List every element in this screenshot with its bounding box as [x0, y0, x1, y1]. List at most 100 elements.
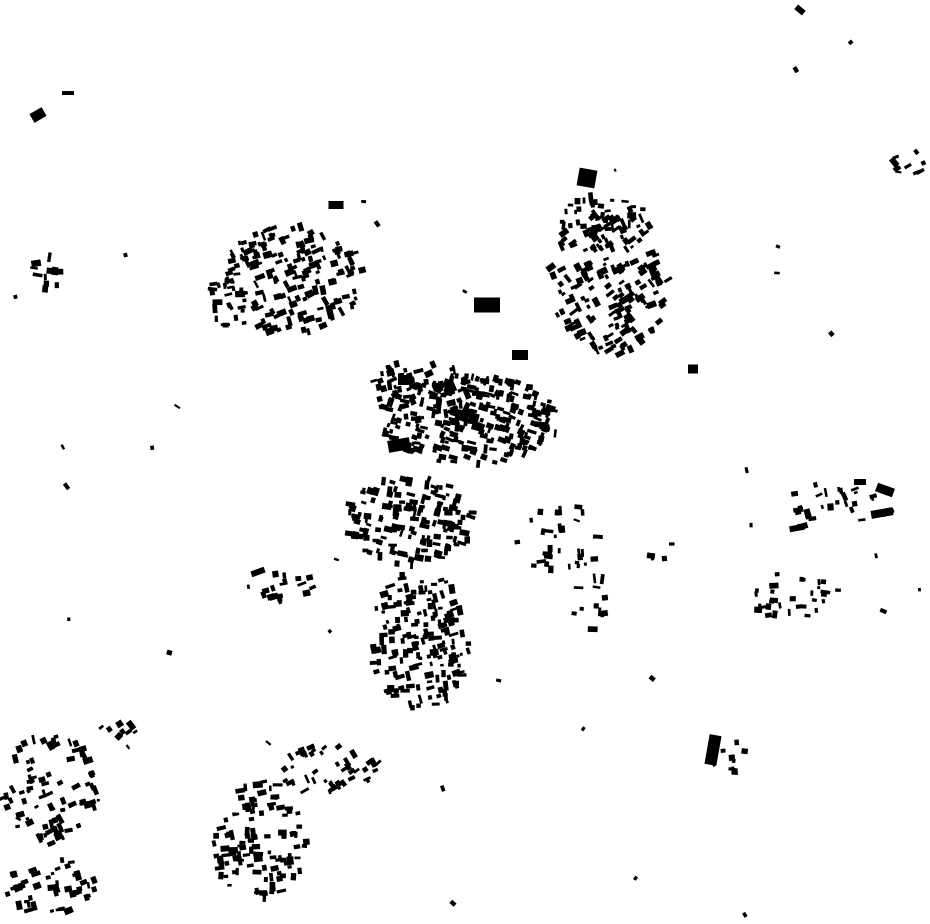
building [397, 684, 405, 691]
building [560, 235, 568, 243]
building [567, 203, 574, 207]
building [288, 300, 298, 309]
building [269, 855, 277, 860]
building [848, 506, 855, 514]
building [491, 459, 498, 465]
building [420, 516, 427, 526]
building [303, 236, 315, 245]
building [425, 685, 435, 691]
outlying-building [166, 649, 173, 656]
building [405, 683, 415, 689]
building [348, 300, 357, 308]
building [502, 410, 511, 416]
building [289, 830, 296, 838]
building [461, 444, 469, 452]
building [29, 757, 36, 765]
building [406, 491, 416, 498]
building [402, 649, 409, 658]
building [448, 454, 459, 461]
building [434, 493, 445, 499]
building [311, 768, 319, 775]
building [49, 908, 55, 914]
building [3, 803, 12, 811]
outlying-building [828, 330, 835, 338]
building [4, 890, 11, 898]
building [607, 214, 618, 226]
building [443, 426, 451, 432]
building [523, 434, 531, 441]
building [641, 263, 648, 269]
building [820, 589, 831, 595]
outlying-building [150, 445, 155, 451]
building [386, 380, 393, 391]
building [618, 279, 625, 286]
building [430, 582, 438, 586]
building [635, 223, 641, 229]
building [319, 231, 327, 241]
building [15, 744, 24, 753]
building [42, 285, 49, 293]
building [522, 393, 530, 400]
building [613, 336, 623, 345]
building [285, 778, 296, 787]
building [400, 609, 410, 617]
building [429, 360, 437, 369]
building [86, 882, 91, 889]
building [388, 543, 397, 547]
building [415, 423, 420, 428]
building [603, 345, 615, 355]
building [316, 306, 324, 311]
building [242, 246, 254, 257]
building [557, 280, 565, 288]
building [216, 824, 227, 832]
building [45, 771, 52, 778]
building [802, 577, 806, 582]
building [381, 476, 387, 486]
building [41, 789, 47, 798]
building [394, 616, 401, 624]
building [614, 349, 626, 359]
building [597, 607, 602, 617]
building [557, 548, 561, 554]
building [377, 551, 383, 561]
building [459, 629, 466, 638]
building [432, 404, 438, 409]
building [573, 318, 583, 329]
building [248, 258, 261, 269]
building [486, 428, 492, 434]
building [266, 801, 277, 807]
building [432, 652, 438, 659]
building [298, 309, 308, 317]
building [508, 414, 517, 421]
building [479, 453, 488, 461]
building [392, 485, 399, 493]
outlying-building [613, 168, 617, 173]
building [263, 876, 268, 883]
building [290, 764, 295, 770]
building [529, 419, 538, 427]
building [442, 419, 452, 427]
building [771, 610, 778, 619]
outlying-building [917, 587, 922, 592]
outlying-building [361, 199, 367, 204]
building [290, 872, 297, 881]
building [629, 257, 640, 266]
building [456, 397, 463, 404]
building [273, 292, 283, 301]
building [229, 252, 236, 259]
building [426, 539, 433, 547]
building [451, 638, 455, 645]
building [319, 750, 325, 756]
building [262, 894, 267, 902]
building [252, 231, 259, 238]
building [26, 899, 31, 908]
building [838, 487, 844, 495]
building [226, 302, 232, 309]
building [53, 741, 61, 748]
building [608, 308, 618, 317]
building [276, 888, 287, 894]
building [396, 600, 402, 607]
building [10, 885, 21, 891]
building [321, 255, 327, 261]
building [281, 873, 286, 879]
